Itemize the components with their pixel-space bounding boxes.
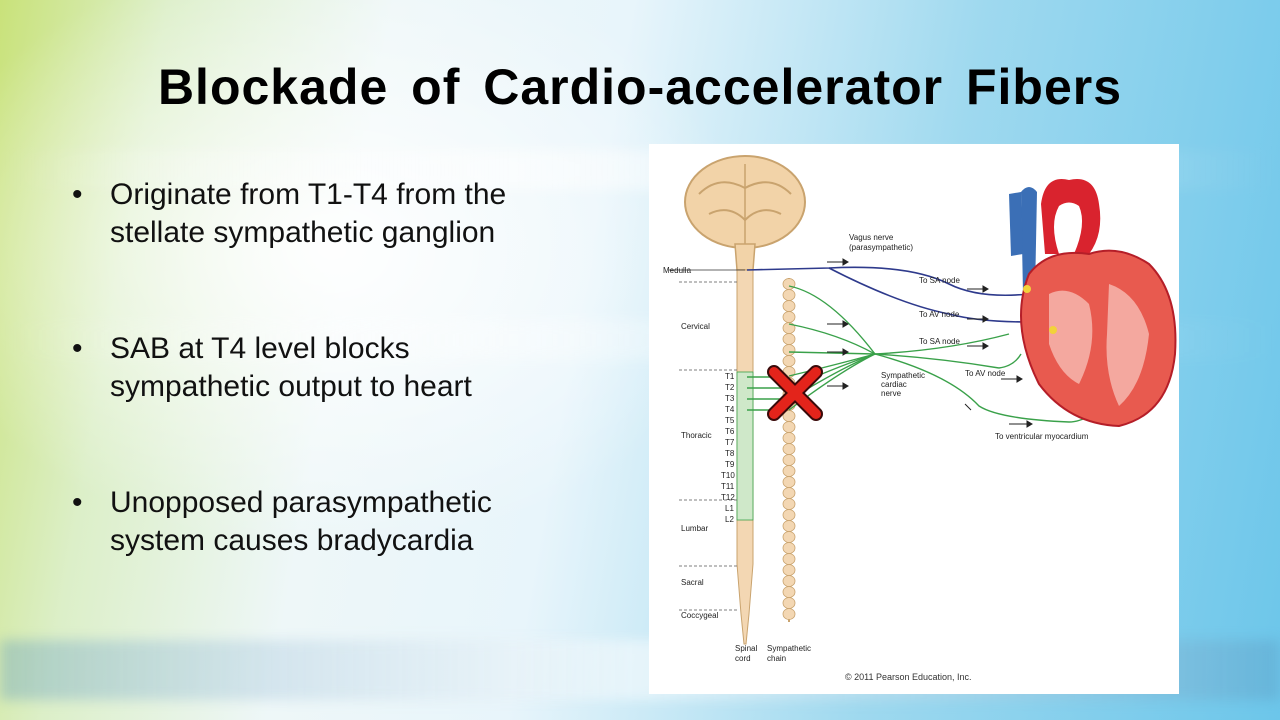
bullet-line: Originate from T1-T4 from the	[110, 178, 507, 211]
chain-ganglion	[782, 311, 796, 323]
bullet-item: Unopposed parasympathetic system causes …	[72, 484, 632, 560]
target-label: To SA node	[919, 276, 960, 285]
segment-label: T12	[721, 493, 735, 502]
bullet-line: sympathetic output to heart	[110, 370, 472, 403]
chain-ganglion	[782, 454, 796, 466]
copyright-notice: © 2011 Pearson Education, Inc.	[845, 672, 972, 682]
bullet-item: Originate from T1-T4 from the stellate s…	[72, 176, 632, 252]
anatomy-figure: Medulla Cervical Thoracic Lumbar Sacral …	[649, 144, 1179, 694]
region-label: Cervical	[681, 322, 710, 331]
bullet-line: stellate sympathetic ganglion	[110, 216, 496, 249]
target-label: To AV node	[965, 369, 1006, 378]
chain-ganglion	[782, 487, 796, 499]
brain-illustration	[684, 155, 806, 271]
chain-ganglion	[782, 575, 796, 587]
region-label: Lumbar	[681, 524, 708, 533]
segment-label: T3	[725, 394, 735, 403]
chain-ganglion	[782, 597, 796, 609]
chain-ganglion	[782, 553, 796, 565]
bullet-list: Originate from T1-T4 from the stellate s…	[72, 176, 632, 638]
chain-ganglion	[782, 300, 796, 312]
region-label: Thoracic	[681, 431, 712, 440]
spinal-cord-label: cord	[735, 654, 751, 663]
chain-ganglion	[782, 542, 796, 554]
chain-ganglion	[782, 432, 796, 444]
vagus-nerve	[746, 266, 1030, 323]
region-label: Coccygeal	[681, 611, 719, 620]
chain-ganglion	[782, 586, 796, 598]
nerve-diagram: Medulla Cervical Thoracic Lumbar Sacral …	[663, 155, 1177, 682]
segment-label: T2	[725, 383, 735, 392]
chain-ganglion	[782, 333, 796, 345]
target-label: To AV node	[919, 310, 960, 319]
vagus-label: (parasympathetic)	[849, 243, 913, 252]
chain-ganglion	[782, 421, 796, 433]
region-label: Medulla	[663, 266, 692, 275]
chain-ganglion	[782, 278, 796, 290]
sympathetic-chain-label: Sympathetic	[767, 644, 811, 653]
segment-labels: T1 T2 T3 T4 T5 T6 T7 T8 T9 T10 T11 T12 L…	[721, 372, 735, 524]
spinal-cord-label: Spinal	[735, 644, 757, 653]
region-label: Sacral	[681, 578, 704, 587]
bullet-line: SAB at T4 level blocks	[110, 332, 410, 365]
segment-label: T1	[725, 372, 735, 381]
chain-ganglion	[782, 564, 796, 576]
cardiac-nerve-label: Sympathetic	[881, 371, 925, 380]
segment-label: T9	[725, 460, 735, 469]
chain-ganglion	[782, 344, 796, 356]
sympathetic-chain-label: chain	[767, 654, 786, 663]
direction-arrows	[827, 258, 1033, 428]
heart-illustration	[1009, 179, 1177, 428]
segment-label: T6	[725, 427, 735, 436]
segment-label: T4	[725, 405, 735, 414]
block-x-icon	[767, 365, 823, 421]
slide-title: Blockade of Cardio-accelerator Fibers	[157, 59, 1123, 115]
bullet-item: SAB at T4 level blocks sympathetic outpu…	[72, 330, 632, 406]
chain-ganglion	[782, 498, 796, 510]
segment-label: T5	[725, 416, 735, 425]
cardiac-nerve-label: cardiac	[881, 380, 907, 389]
chain-ganglion	[782, 443, 796, 455]
vagus-label: Vagus nerve	[849, 233, 894, 242]
segment-label: T7	[725, 438, 735, 447]
chain-ganglion	[782, 465, 796, 477]
target-label: To SA node	[919, 337, 960, 346]
chain-ganglion	[782, 289, 796, 301]
sympathetic-chain	[782, 278, 796, 622]
target-label: To ventricular myocardium	[995, 432, 1089, 441]
chain-ganglion	[782, 520, 796, 532]
segment-label: L1	[725, 504, 734, 513]
segment-label: T10	[721, 471, 735, 480]
segment-label: T11	[721, 482, 735, 491]
cardiac-nerve-label: nerve	[881, 389, 902, 398]
bullet-line: system causes bradycardia	[110, 524, 474, 557]
chain-ganglion	[782, 531, 796, 543]
segment-label: T8	[725, 449, 735, 458]
chain-ganglion	[782, 608, 796, 620]
chain-ganglion	[782, 476, 796, 488]
thoracic-segment-highlight	[736, 371, 754, 521]
chain-ganglion	[782, 355, 796, 367]
segment-label: L2	[725, 515, 734, 524]
chain-ganglion	[782, 509, 796, 521]
bullet-line: Unopposed parasympathetic	[110, 486, 492, 519]
